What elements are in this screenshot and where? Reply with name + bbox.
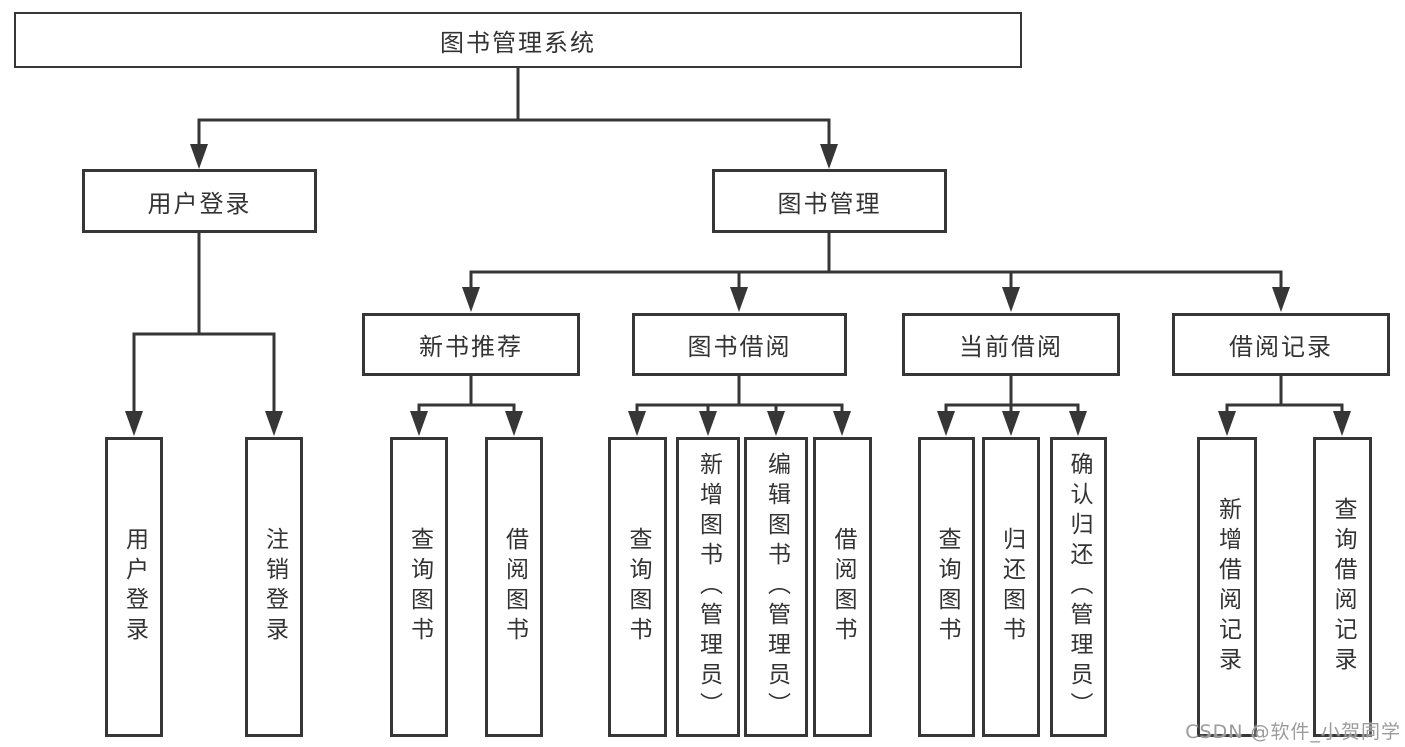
- node-current-borrowing-label: 当前借阅: [959, 333, 1063, 361]
- node-borrowing-records: 借阅记录: [1172, 313, 1390, 376]
- node-user-login: 用户登录: [82, 169, 317, 233]
- connector-new-book-children: [410, 375, 523, 436]
- leaf-query-borrow-record: 查询借阅记录: [1313, 437, 1372, 737]
- leaf-borrow-books-recommend-label: 借阅图书: [501, 527, 528, 647]
- node-book-management-label: 图书管理: [777, 189, 882, 218]
- connector-book-management-children: [462, 232, 1290, 312]
- leaf-query-books-current: 查询图书: [918, 437, 975, 737]
- leaf-query-books-current-label: 查询图书: [934, 527, 960, 647]
- leaf-query-books-borrowing: 查询图书: [608, 437, 667, 737]
- leaf-user-login: 用户登录: [105, 437, 163, 737]
- csdn-watermark: CSDN @软件_小贺同学: [1185, 721, 1401, 743]
- node-book-borrowing: 图书借阅: [632, 313, 847, 376]
- leaf-edit-books-admin-label: 编辑图书（管理员）: [763, 452, 790, 722]
- connector-user-login-children: [125, 232, 283, 436]
- node-new-book-recommendation-label: 新书推荐: [419, 333, 523, 361]
- node-book-management: 图书管理: [712, 169, 947, 233]
- leaf-add-books-admin: 新增图书（管理员）: [676, 437, 740, 737]
- leaf-return-books: 归还图书: [982, 437, 1040, 737]
- connector-current-borrowing-children: [937, 375, 1087, 436]
- node-book-borrowing-label: 图书借阅: [687, 333, 792, 361]
- leaf-add-borrow-record-label: 新增借阅记录: [1214, 497, 1241, 677]
- leaf-query-books-recommend: 查询图书: [390, 437, 448, 737]
- leaf-query-books-recommend-label: 查询图书: [406, 527, 433, 647]
- leaf-logout-label: 注销登录: [261, 527, 288, 647]
- leaf-borrow-books: 借阅图书: [813, 437, 872, 737]
- leaf-return-books-label: 归还图书: [998, 527, 1025, 647]
- node-root: 图书管理系统: [14, 12, 1022, 68]
- leaf-confirm-return-admin-label: 确认归还（管理员）: [1066, 452, 1092, 722]
- leaf-logout: 注销登录: [245, 437, 303, 737]
- leaf-add-borrow-record: 新增借阅记录: [1197, 437, 1257, 737]
- leaf-add-books-admin-label: 新增图书（管理员）: [695, 452, 722, 722]
- node-user-login-label: 用户登录: [147, 189, 252, 218]
- node-borrowing-records-label: 借阅记录: [1229, 333, 1333, 361]
- leaf-query-books-borrowing-label: 查询图书: [625, 527, 651, 647]
- leaf-user-login-label: 用户登录: [121, 527, 148, 647]
- leaf-borrow-books-label: 借阅图书: [830, 527, 856, 647]
- leaf-edit-books-admin: 编辑图书（管理员）: [744, 437, 808, 737]
- node-root-label: 图书管理系统: [440, 28, 596, 57]
- leaf-confirm-return-admin: 确认归还（管理员）: [1050, 437, 1107, 737]
- leaf-borrow-books-recommend: 借阅图书: [485, 437, 543, 737]
- connector-root-to-level2: [190, 67, 838, 169]
- connector-borrowing-records-children: [1218, 375, 1351, 436]
- node-new-book-recommendation: 新书推荐: [362, 313, 580, 376]
- leaf-query-borrow-record-label: 查询借阅记录: [1330, 497, 1356, 677]
- node-current-borrowing: 当前借阅: [902, 313, 1120, 376]
- connector-book-borrowing-children: [628, 375, 851, 436]
